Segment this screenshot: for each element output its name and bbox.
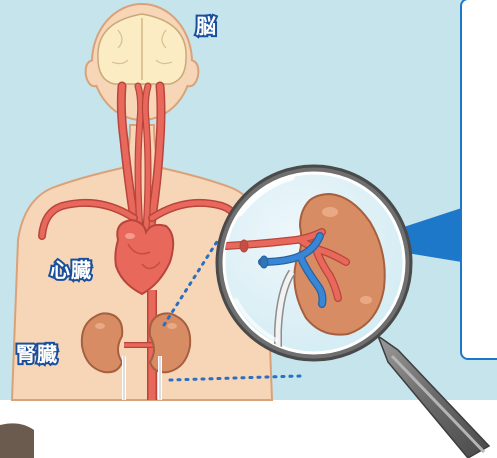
heart-label: 心臓 (50, 254, 92, 283)
lower-strip (0, 400, 497, 458)
info-callout-box (460, 0, 497, 360)
brain-label: 脳 (196, 10, 217, 39)
bottom-left-arc (0, 423, 34, 458)
kidney-label: 腎臓 (16, 338, 58, 367)
magnifier-lens (217, 166, 411, 360)
